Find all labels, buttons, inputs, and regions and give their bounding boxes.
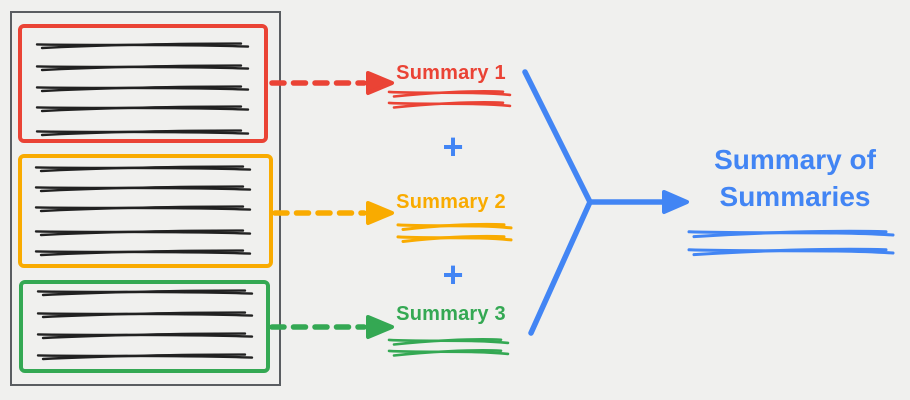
summary-1-underline-scribble [387, 90, 512, 109]
summary-2-dashed-arrow [272, 201, 394, 225]
summary-3-underline-scribble [387, 338, 510, 357]
document-section-3 [19, 280, 270, 373]
source-document [10, 11, 281, 386]
summary-3-arrowhead-icon [366, 315, 394, 339]
summary-2-underline-scribble [396, 222, 513, 243]
result-underline-scribble [687, 229, 895, 257]
summary-3-dashed-arrow [269, 315, 394, 339]
document-section-1 [18, 24, 268, 143]
document-section-2 [18, 154, 273, 268]
summary-1-dashed-arrow [269, 71, 394, 95]
summary-1-label: Summary 1 [396, 62, 506, 84]
summary-2-arrowhead-icon [366, 201, 394, 225]
summary-1-arrowhead-icon [366, 71, 394, 95]
merge-arrowhead-icon [662, 190, 689, 214]
plus-operator-2: + [442, 254, 464, 295]
merge-arrow [522, 69, 689, 336]
summary-2-label: Summary 2 [396, 191, 506, 213]
result-label: Summary of Summaries [714, 144, 876, 212]
summary-3-label: Summary 3 [396, 303, 506, 325]
plus-operator-1: + [442, 126, 464, 167]
